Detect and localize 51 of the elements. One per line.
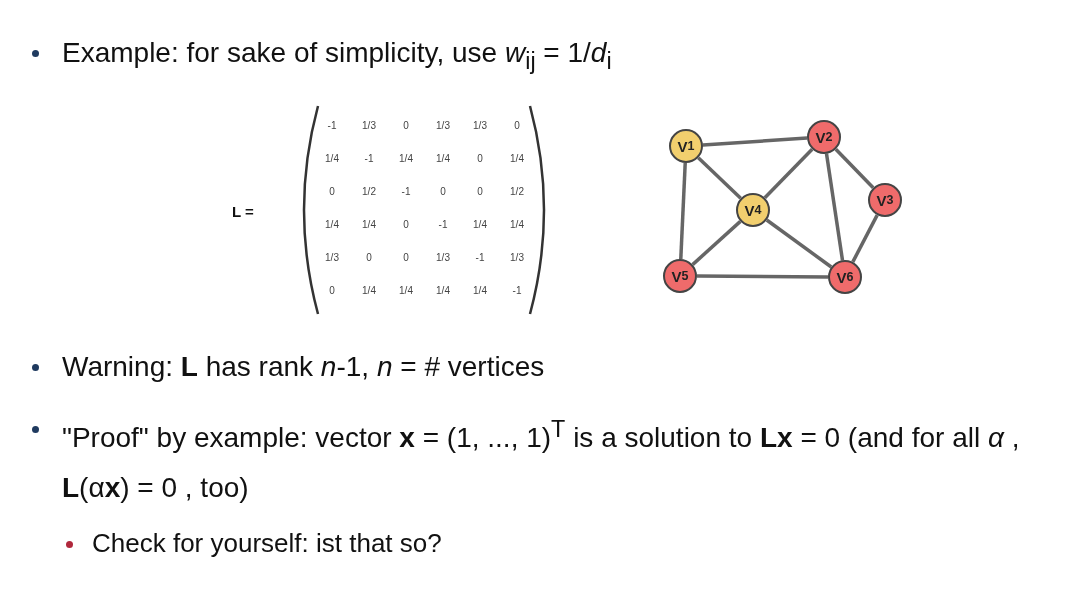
matrix-entry: 1/4 (509, 219, 525, 230)
graph-edge (691, 220, 742, 266)
matrix-entry: -1 (400, 186, 412, 197)
matrix-entry: 1/4 (472, 285, 488, 296)
bullet-text: "Proof" by example: vector x = (1, ..., 1)$^{T}$ is a solution to Lx = 0 (and for all α , L(αx) = 0 , too) (62, 415, 1021, 506)
matrix-entry: 1/3 (324, 252, 340, 263)
matrix-entry: 1/4 (324, 219, 340, 230)
matrix-entry: 1/4 (472, 219, 488, 230)
matrix-entry: 1/4 (361, 219, 377, 230)
graph-edge (763, 147, 814, 200)
graph-edge (697, 274, 828, 279)
graph-edge (679, 162, 687, 260)
matrix-entry: 1/3 (361, 120, 377, 131)
graph-edge (697, 156, 742, 200)
matrix-entry: 1/4 (398, 285, 414, 296)
matrix-label: L = (232, 202, 255, 222)
matrix-entry: 1/4 (361, 285, 377, 296)
matrix-entry: 0 (365, 252, 373, 263)
matrix-entry: 1/4 (398, 153, 414, 164)
matrix-entry: 1/4 (435, 153, 451, 164)
matrix-entry: 1/4 (324, 153, 340, 164)
bullet-text: Example: for sake of simplicity, use w$_{ij}$ = 1/d$_{i}$ (62, 36, 613, 76)
matrix-entry: 1/2 (361, 186, 377, 197)
matrix-entry: 1/4 (435, 285, 451, 296)
graph-edge (851, 214, 879, 263)
graph-edge (702, 136, 808, 147)
matrix-entry: -1 (474, 252, 486, 263)
matrix-entry: 1/3 (435, 120, 451, 131)
matrix-entry: -1 (363, 153, 375, 164)
matrix-entry: -1 (437, 219, 449, 230)
matrix-entry: 0 (402, 219, 410, 230)
matrix-entry: 1/4 (509, 153, 525, 164)
bullet-text: Check for yourself: ist that so? (92, 527, 443, 560)
matrix-entry: 1/3 (435, 252, 451, 263)
matrix-entry: 1/3 (472, 120, 488, 131)
matrix-entry: 0 (476, 153, 484, 164)
matrix-entry: 0 (328, 285, 336, 296)
graph-edge (834, 148, 875, 189)
matrix-entry: 0 (328, 186, 336, 197)
matrix-entry: -1 (511, 285, 523, 296)
matrix-entry: -1 (326, 120, 338, 131)
matrix-entry: 0 (513, 120, 521, 131)
graph-edge (824, 153, 845, 261)
matrix-entry: 0 (476, 186, 484, 197)
matrix-entry: 0 (402, 120, 410, 131)
matrix-entry: 0 (402, 252, 410, 263)
matrix-entry: 1/3 (509, 252, 525, 263)
graph-edge (765, 218, 833, 269)
bullet-text: Warning: L has rank n-1, n = # vertices (62, 350, 546, 384)
matrix-entry: 1/2 (509, 186, 525, 197)
matrix-entry: 0 (439, 186, 447, 197)
